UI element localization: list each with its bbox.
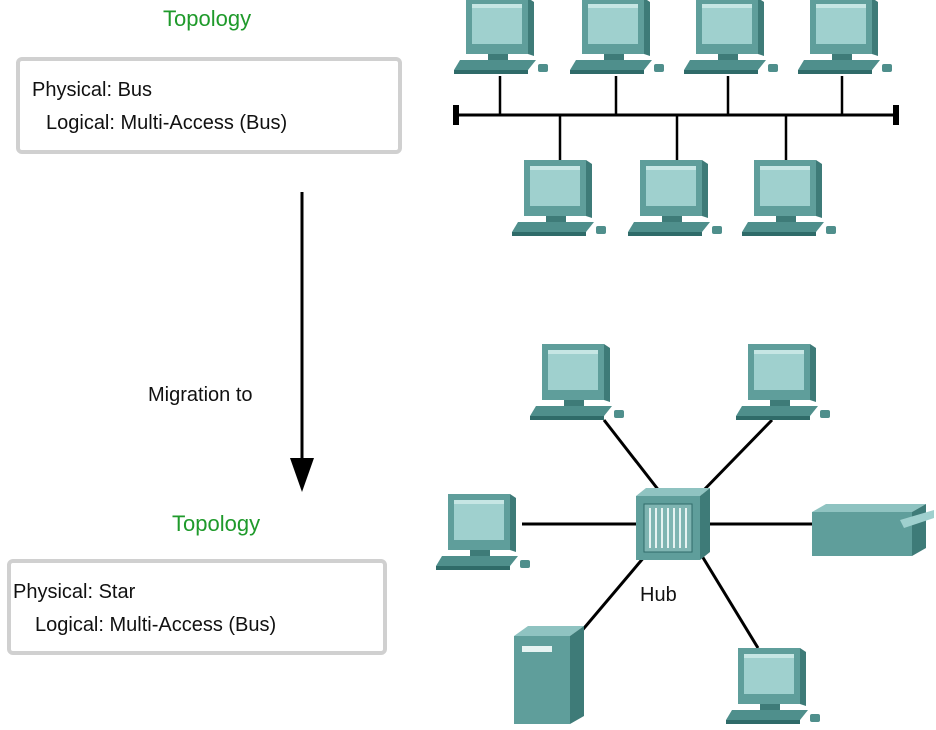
bus-pc-2-icon (570, 0, 664, 74)
bus-pc-3-icon (684, 0, 778, 74)
bus-pc-5-icon (512, 160, 606, 236)
top-physical-label: Physical: Bus (32, 79, 153, 101)
bottom-logical-label: Logical: Multi-Access (Bus) (35, 614, 277, 636)
top-topology-heading: Topology (163, 6, 252, 31)
top-topology-box: Physical: Bus Logical: Multi-Access (Bus… (16, 57, 402, 154)
bottom-physical-label: Physical: Star (13, 581, 136, 603)
bottom-topology-box: Physical: Star Logical: Multi-Access (Bu… (7, 559, 387, 655)
bus-terminator-left (453, 105, 459, 125)
hub-label: Hub (640, 584, 677, 606)
bus-terminator-right (893, 105, 899, 125)
hub-icon (636, 488, 710, 560)
printer-icon (812, 504, 934, 556)
star-pc-left-icon (436, 494, 530, 570)
star-pc-top-left-icon (530, 344, 624, 420)
migration-label: Migration to (148, 384, 253, 406)
top-logical-label: Logical: Multi-Access (Bus) (46, 112, 288, 134)
star-pc-bottom-right-icon (726, 648, 820, 724)
bottom-topology-heading: Topology (172, 511, 261, 536)
bus-pc-7-icon (742, 160, 836, 236)
bus-pc-1-icon (454, 0, 548, 74)
star-pc-top-right-icon (736, 344, 830, 420)
bus-pc-6-icon (628, 160, 722, 236)
bus-pc-4-icon (798, 0, 892, 74)
migration-arrow-head (290, 458, 314, 492)
server-icon (514, 626, 584, 724)
